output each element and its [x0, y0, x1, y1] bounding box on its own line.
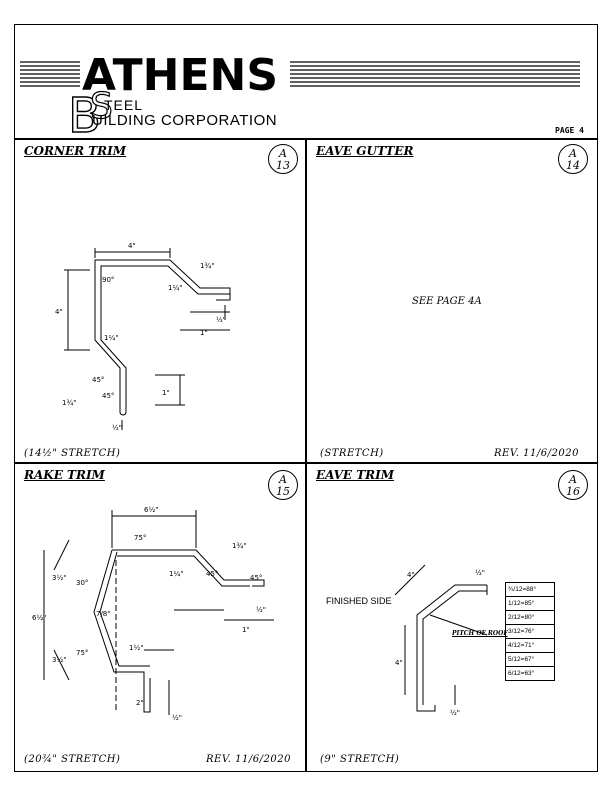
pitch-row: 1/12=85° [506, 597, 554, 611]
dim-rt-30: 30° [76, 579, 88, 587]
eave-gutter-rev: REV. 11/6/2020 [494, 448, 579, 459]
dim-rt-75a: 75° [134, 534, 146, 542]
dim-rt-d7: 1½" [129, 644, 143, 652]
finished-side-label: FINISHED SIDE [326, 596, 392, 606]
dim-et-half: ½" [475, 569, 485, 577]
dim-et-4a: 4" [407, 571, 415, 579]
dim-rt-d3: 3½" [52, 574, 66, 582]
dim-ct-d2: 1¼" [168, 284, 182, 292]
eave-gutter-badge: A 14 [558, 144, 588, 174]
logo-athens: ATHENS [82, 50, 278, 101]
dim-rt-d6: 7/8" [96, 610, 111, 618]
dim-ct-d8: ½" [112, 424, 122, 432]
corner-trim-badge: A 13 [268, 144, 298, 174]
col-divider [305, 138, 307, 772]
eave-trim-drawing: 4" 4" ½" ½" [395, 564, 488, 717]
pitch-row: 6/12=63° [508, 670, 535, 677]
dim-rt-d11: 1" [242, 626, 250, 634]
dim-ct-d4: 1¾" [62, 399, 76, 407]
badge-letter: A [569, 147, 577, 160]
dim-ct-90: 90° [102, 276, 114, 284]
logo-building-corp: UILDING CORPORATION [92, 112, 278, 129]
dim-et-half2: ½" [450, 709, 460, 717]
dim-ct-d6: 1" [200, 329, 208, 337]
rake-trim-badge: A 15 [268, 470, 298, 500]
badge-letter: A [279, 473, 287, 486]
dim-ct-45b: 45° [102, 392, 114, 400]
eave-trim-title: EAVE TRIM [316, 468, 395, 482]
badge-letter: A [279, 147, 287, 160]
pitch-row: 4/12=71° [506, 639, 554, 653]
svg-text:S: S [90, 86, 113, 127]
pitch-row: 3/12=76° [506, 625, 554, 639]
pitch-of-roof-label: PITCH OF ROOF [452, 630, 508, 637]
dim-rt-45a: 45° [206, 570, 218, 578]
pitch-row: 5/12=67° [506, 653, 554, 667]
rake-trim-stretch: (20¾" STRETCH) [24, 754, 121, 765]
dim-ct-d3: 1¼" [104, 334, 118, 342]
rake-trim-drawing: 6½" 75° 30° 75° 45° 45° 1¾" 1¼" 3½" 6½" … [32, 506, 274, 722]
dim-rt-75b: 75° [76, 649, 88, 657]
svg-text:B: B [68, 88, 101, 140]
badge-number: 15 [276, 485, 290, 498]
logo-graphic: ATHENS B S [20, 50, 580, 145]
dim-rt-d5: 3½" [52, 656, 66, 664]
logo-teel: TEEL [104, 97, 144, 113]
pitch-table: ¾/12=88° 1/12=85° 2/12=80° 3/12=76° 4/12… [505, 582, 555, 681]
rake-trim-rev: REV. 11/6/2020 [206, 754, 291, 765]
dim-ct-45a: 45° [92, 376, 104, 384]
eave-gutter-note: SEE PAGE 4A [412, 296, 482, 307]
dim-ct-d7: 1" [162, 389, 170, 397]
eave-gutter-title: EAVE GUTTER [316, 144, 414, 158]
dim-ct-top: 4" [128, 242, 136, 250]
dim-rt-d4: 6½" [32, 614, 46, 622]
dim-rt-d10: ½" [256, 606, 266, 614]
corner-trim-stretch: (14½" STRETCH) [24, 448, 121, 459]
eave-gutter-stretch: (STRETCH) [320, 448, 384, 459]
badge-number: 14 [566, 159, 580, 172]
badge-letter: A [569, 473, 577, 486]
logo: ATHENS B S TEEL UILDING CORPORATION [20, 40, 580, 145]
corner-trim-drawing: 4" 4" 90° 45° 45° 1¾" 1¼" 1¼" 1¾" ½" 1" … [55, 242, 231, 432]
pitch-row: ¾/12=88° [506, 583, 554, 597]
dim-rt-d9: ½" [172, 714, 182, 722]
dim-rt-top: 6½" [144, 506, 158, 514]
dim-ct-d5: ½" [216, 316, 226, 324]
eave-trim-stretch: (9" STRETCH) [320, 754, 400, 765]
dim-et-4b: 4" [395, 659, 403, 667]
dim-rt-d8: 2" [136, 699, 144, 707]
dim-rt-d2: 1¼" [169, 570, 183, 578]
dim-ct-d1: 1¾" [200, 262, 214, 270]
dim-rt-45b: 45° [250, 574, 262, 582]
rake-trim-title: RAKE TRIM [24, 468, 105, 482]
pitch-row: 2/12=80° [506, 611, 554, 625]
eave-trim-badge: A 16 [558, 470, 588, 500]
corner-trim-title: CORNER TRIM [24, 144, 127, 158]
dim-ct-left: 4" [55, 308, 63, 316]
page-number: PAGE 4 [555, 126, 584, 135]
badge-number: 13 [276, 159, 290, 172]
dim-rt-d1: 1¾" [232, 542, 246, 550]
badge-number: 16 [566, 485, 580, 498]
